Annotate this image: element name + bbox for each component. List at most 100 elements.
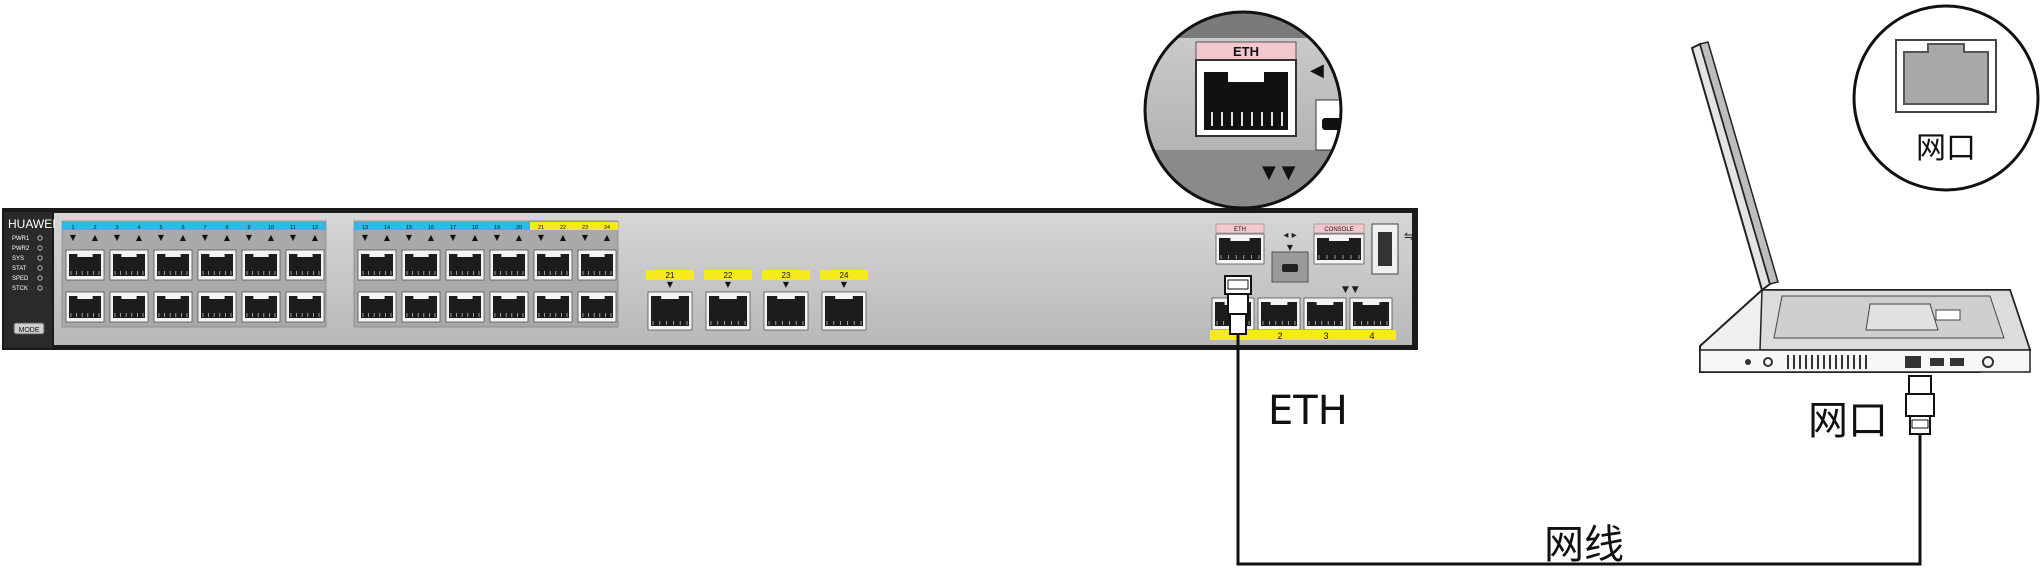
port-number-strip: [420, 222, 442, 230]
ethernet-port-bottom[interactable]: [241, 291, 281, 323]
ethernet-port-bottom[interactable]: [357, 291, 397, 323]
sfp-number-strip: [820, 270, 868, 280]
mode-button[interactable]: [13, 322, 45, 335]
port-up-arrow-icon: ▲: [136, 233, 143, 242]
port-number-strip: [354, 222, 376, 230]
ethernet-port-bottom[interactable]: [153, 291, 193, 323]
rj45-plug-laptop: [1905, 375, 1935, 435]
ethernet-port-bottom[interactable]: [489, 291, 529, 323]
console-port-socket[interactable]: [1313, 233, 1365, 265]
laptop-lock-slot: [1745, 359, 1751, 365]
laptop: [1690, 41, 2032, 373]
port-number-strip: [304, 222, 326, 230]
port-number-strip: [282, 222, 304, 230]
port-number-label: 6: [181, 225, 184, 231]
laptop-lid-back: [1699, 41, 1779, 285]
port-down-arrow-icon: ▼: [362, 233, 369, 242]
eth-label-strip: [1215, 223, 1265, 234]
port-down-arrow-icon: ▼: [406, 233, 413, 242]
port-number-strip: [106, 222, 128, 230]
combo-port[interactable]: [705, 291, 751, 331]
port-number-strip: [238, 222, 260, 230]
combo-port[interactable]: [763, 291, 809, 331]
ethernet-port-bottom[interactable]: [109, 291, 149, 323]
port-number-label: 12: [312, 225, 318, 231]
laptop-usb-port-1[interactable]: [1930, 358, 1944, 366]
ethernet-port-bottom[interactable]: [401, 291, 441, 323]
port-number-strip: [508, 222, 530, 230]
ethernet-port-top[interactable]: [533, 249, 573, 281]
ethernet-port-bottom[interactable]: [65, 291, 105, 323]
ethernet-port-top[interactable]: [577, 249, 617, 281]
ethernet-port-top[interactable]: [109, 249, 149, 281]
port-number-strip: [260, 222, 282, 230]
eth-port-socket[interactable]: [1215, 233, 1265, 265]
eth-port[interactable]: [1215, 233, 1265, 265]
bottom-port-number: 4: [1369, 331, 1374, 341]
port-up-arrow-icon: ▲: [384, 233, 391, 242]
combo-port[interactable]: [821, 291, 867, 331]
led-label: PWR2: [12, 246, 30, 252]
port-group-frame: [353, 220, 619, 328]
port-number-strip: [376, 222, 398, 230]
sfp-number-label: 23: [782, 271, 791, 280]
console-port[interactable]: [1313, 233, 1365, 265]
port-number-strip: [172, 222, 194, 230]
laptop-usb-port-2[interactable]: [1950, 358, 1964, 366]
led-label: STAT: [12, 266, 27, 272]
laptop-eth-port[interactable]: [1905, 356, 1921, 368]
port-down-arrow-icon: ▼: [246, 233, 253, 242]
sfp-down-arrow-icon: ▼: [783, 280, 790, 289]
bottom-port[interactable]: [1257, 297, 1301, 331]
ethernet-port-top[interactable]: [401, 249, 441, 281]
zoom-left-arrow-icon: ◀: [1310, 60, 1324, 81]
ethernet-port-bottom[interactable]: [445, 291, 485, 323]
eth-text-label: ETH: [1268, 388, 1348, 434]
ethernet-port-top[interactable]: [489, 249, 529, 281]
ethernet-port-bottom[interactable]: [285, 291, 325, 323]
zoom-circle-border: [1143, 10, 1343, 210]
port-up-arrow-icon: ▲: [428, 233, 435, 242]
port-down-arrow-icon: ▼: [494, 233, 501, 242]
bottom-port-number: 3: [1323, 331, 1328, 341]
eth-port-label: ETH: [1234, 227, 1246, 233]
port-down-arrow-icon: ▼: [582, 233, 589, 242]
brand-logo: HUAWEI: [8, 217, 56, 231]
port-number-label: 10: [268, 225, 274, 231]
port-down-arrow-icon: ▼: [202, 233, 209, 242]
combo-port[interactable]: [647, 291, 693, 331]
ethernet-port-top[interactable]: [285, 249, 325, 281]
ethernet-port-top[interactable]: [357, 249, 397, 281]
port-number-label: 9: [247, 225, 250, 231]
port-up-arrow-icon: ▲: [180, 233, 187, 242]
port-number-label: 20: [516, 225, 522, 231]
ethernet-port-bottom[interactable]: [577, 291, 617, 323]
bottom-port[interactable]: [1303, 297, 1347, 331]
port-number-label: 5: [159, 225, 162, 231]
port-number-label: 17: [450, 225, 456, 231]
port-number-label: 18: [472, 225, 478, 231]
port-number-label: 4: [137, 225, 140, 231]
sfp-number-label: 24: [840, 271, 849, 280]
port-up-arrow-icon: ▲: [92, 233, 99, 242]
ethernet-port-bottom[interactable]: [197, 291, 237, 323]
sfp-number-label: 22: [724, 271, 733, 280]
ethernet-port-top[interactable]: [197, 249, 237, 281]
port-down-arrow-icon: ▼: [538, 233, 545, 242]
zoom-down-arrows: ▼ ▼: [1262, 162, 1296, 183]
led-indicator-icon: [37, 245, 43, 251]
cable-line: [1236, 322, 1922, 566]
ethernet-port-top[interactable]: [65, 249, 105, 281]
ethernet-port-top[interactable]: [445, 249, 485, 281]
ethernet-port-top[interactable]: [153, 249, 193, 281]
zoom-laptop-label: 网口: [1916, 131, 1976, 166]
port-number-label: 24: [604, 225, 610, 231]
port-number-strip: [216, 222, 238, 230]
ethernet-port-bottom[interactable]: [533, 291, 573, 323]
ethernet-port-top[interactable]: [241, 249, 281, 281]
bottom-port[interactable]: [1349, 297, 1393, 331]
rj45-plug-switch: [1224, 275, 1252, 335]
zoom-switch-eth: ETH ▼ ▼ ◀: [1143, 10, 1343, 210]
led-indicator-icon: [37, 285, 43, 291]
